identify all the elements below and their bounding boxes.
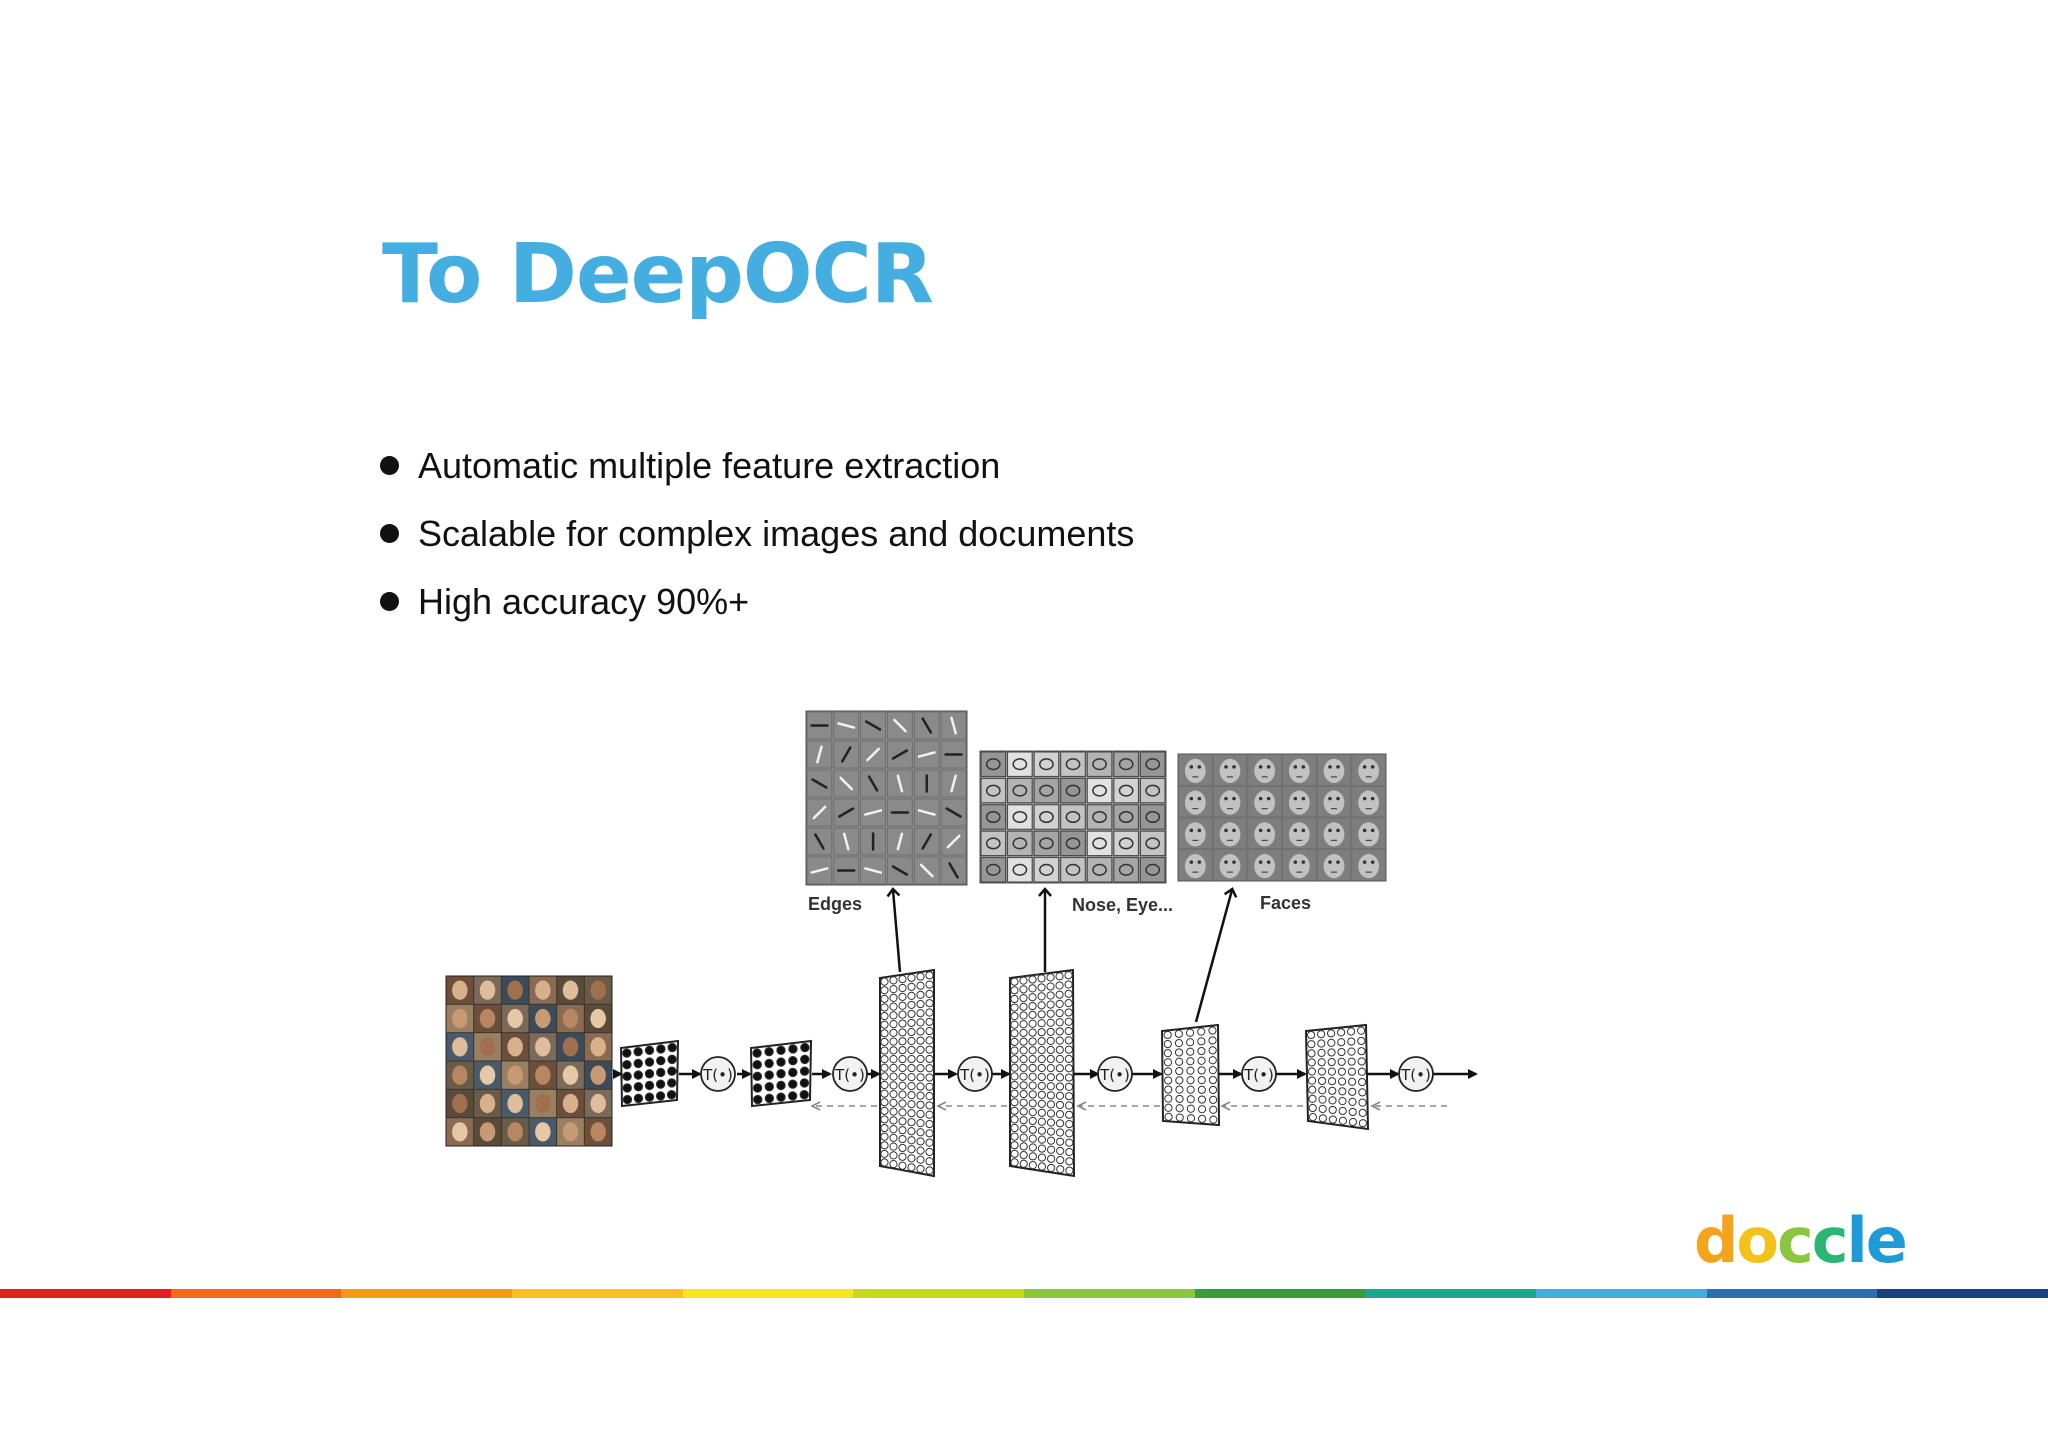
- forward-flow: T(•) T(•) T(•) T(•) T(•) T(•): [613, 1056, 1478, 1092]
- parts-feature-map: [979, 750, 1167, 884]
- stripe-segment: [341, 1289, 513, 1298]
- network-layers: [619, 968, 1370, 1178]
- bullet-list: Automatic multiple feature extraction Sc…: [380, 432, 1134, 636]
- bullet-item: Scalable for complex images and document…: [380, 500, 1134, 568]
- up-arrow: [1194, 887, 1238, 1023]
- svg-text:T(•): T(•): [834, 1066, 865, 1084]
- svg-text:T(•): T(•): [959, 1066, 990, 1084]
- stripe-segment: [170, 1289, 342, 1298]
- stripe-segment: [1706, 1289, 1878, 1298]
- stripe-segment: [1194, 1289, 1366, 1298]
- svg-text:T(•): T(•): [1099, 1066, 1130, 1084]
- faces-feature-map: [1177, 753, 1387, 882]
- faces-label: Faces: [1260, 893, 1311, 913]
- bullet-text: High accuracy 90%+: [418, 581, 750, 622]
- stripe-segment: [853, 1289, 1025, 1298]
- stripe-segment: [0, 1289, 171, 1298]
- backward-flow: [810, 1101, 1447, 1111]
- edges-label: Edges: [808, 894, 862, 914]
- bullet-item: High accuracy 90%+: [380, 568, 1134, 636]
- edges-feature-map: [805, 710, 968, 886]
- stripe-segment: [1536, 1289, 1707, 1298]
- svg-text:T(•): T(•): [702, 1066, 733, 1084]
- slide-title: To DeepOCR: [382, 227, 934, 322]
- bullet-dot-icon: [380, 524, 399, 543]
- up-arrow: [886, 887, 902, 973]
- nose-eye-label: Nose, Eye...: [1072, 895, 1173, 915]
- bullet-dot-icon: [380, 592, 399, 611]
- stripe-segment: [1365, 1289, 1537, 1298]
- input-face-images: [445, 975, 613, 1147]
- footer-color-stripe: [0, 1289, 2048, 1298]
- doccle-logo-text: doccle: [1694, 1204, 1906, 1277]
- stripe-segment: [512, 1289, 683, 1298]
- stripe-segment: [1024, 1289, 1195, 1298]
- bullet-item: Automatic multiple feature extraction: [380, 432, 1134, 500]
- bullet-dot-icon: [380, 456, 399, 475]
- bullet-text: Automatic multiple feature extraction: [418, 445, 1001, 486]
- bullet-text: Scalable for complex images and document…: [418, 513, 1135, 554]
- stripe-segment: [1877, 1289, 2048, 1298]
- svg-text:T(•): T(•): [1243, 1066, 1274, 1084]
- doccle-logo: doccle: [1694, 1204, 1908, 1277]
- svg-text:T(•): T(•): [1400, 1066, 1431, 1084]
- stripe-segment: [682, 1289, 854, 1298]
